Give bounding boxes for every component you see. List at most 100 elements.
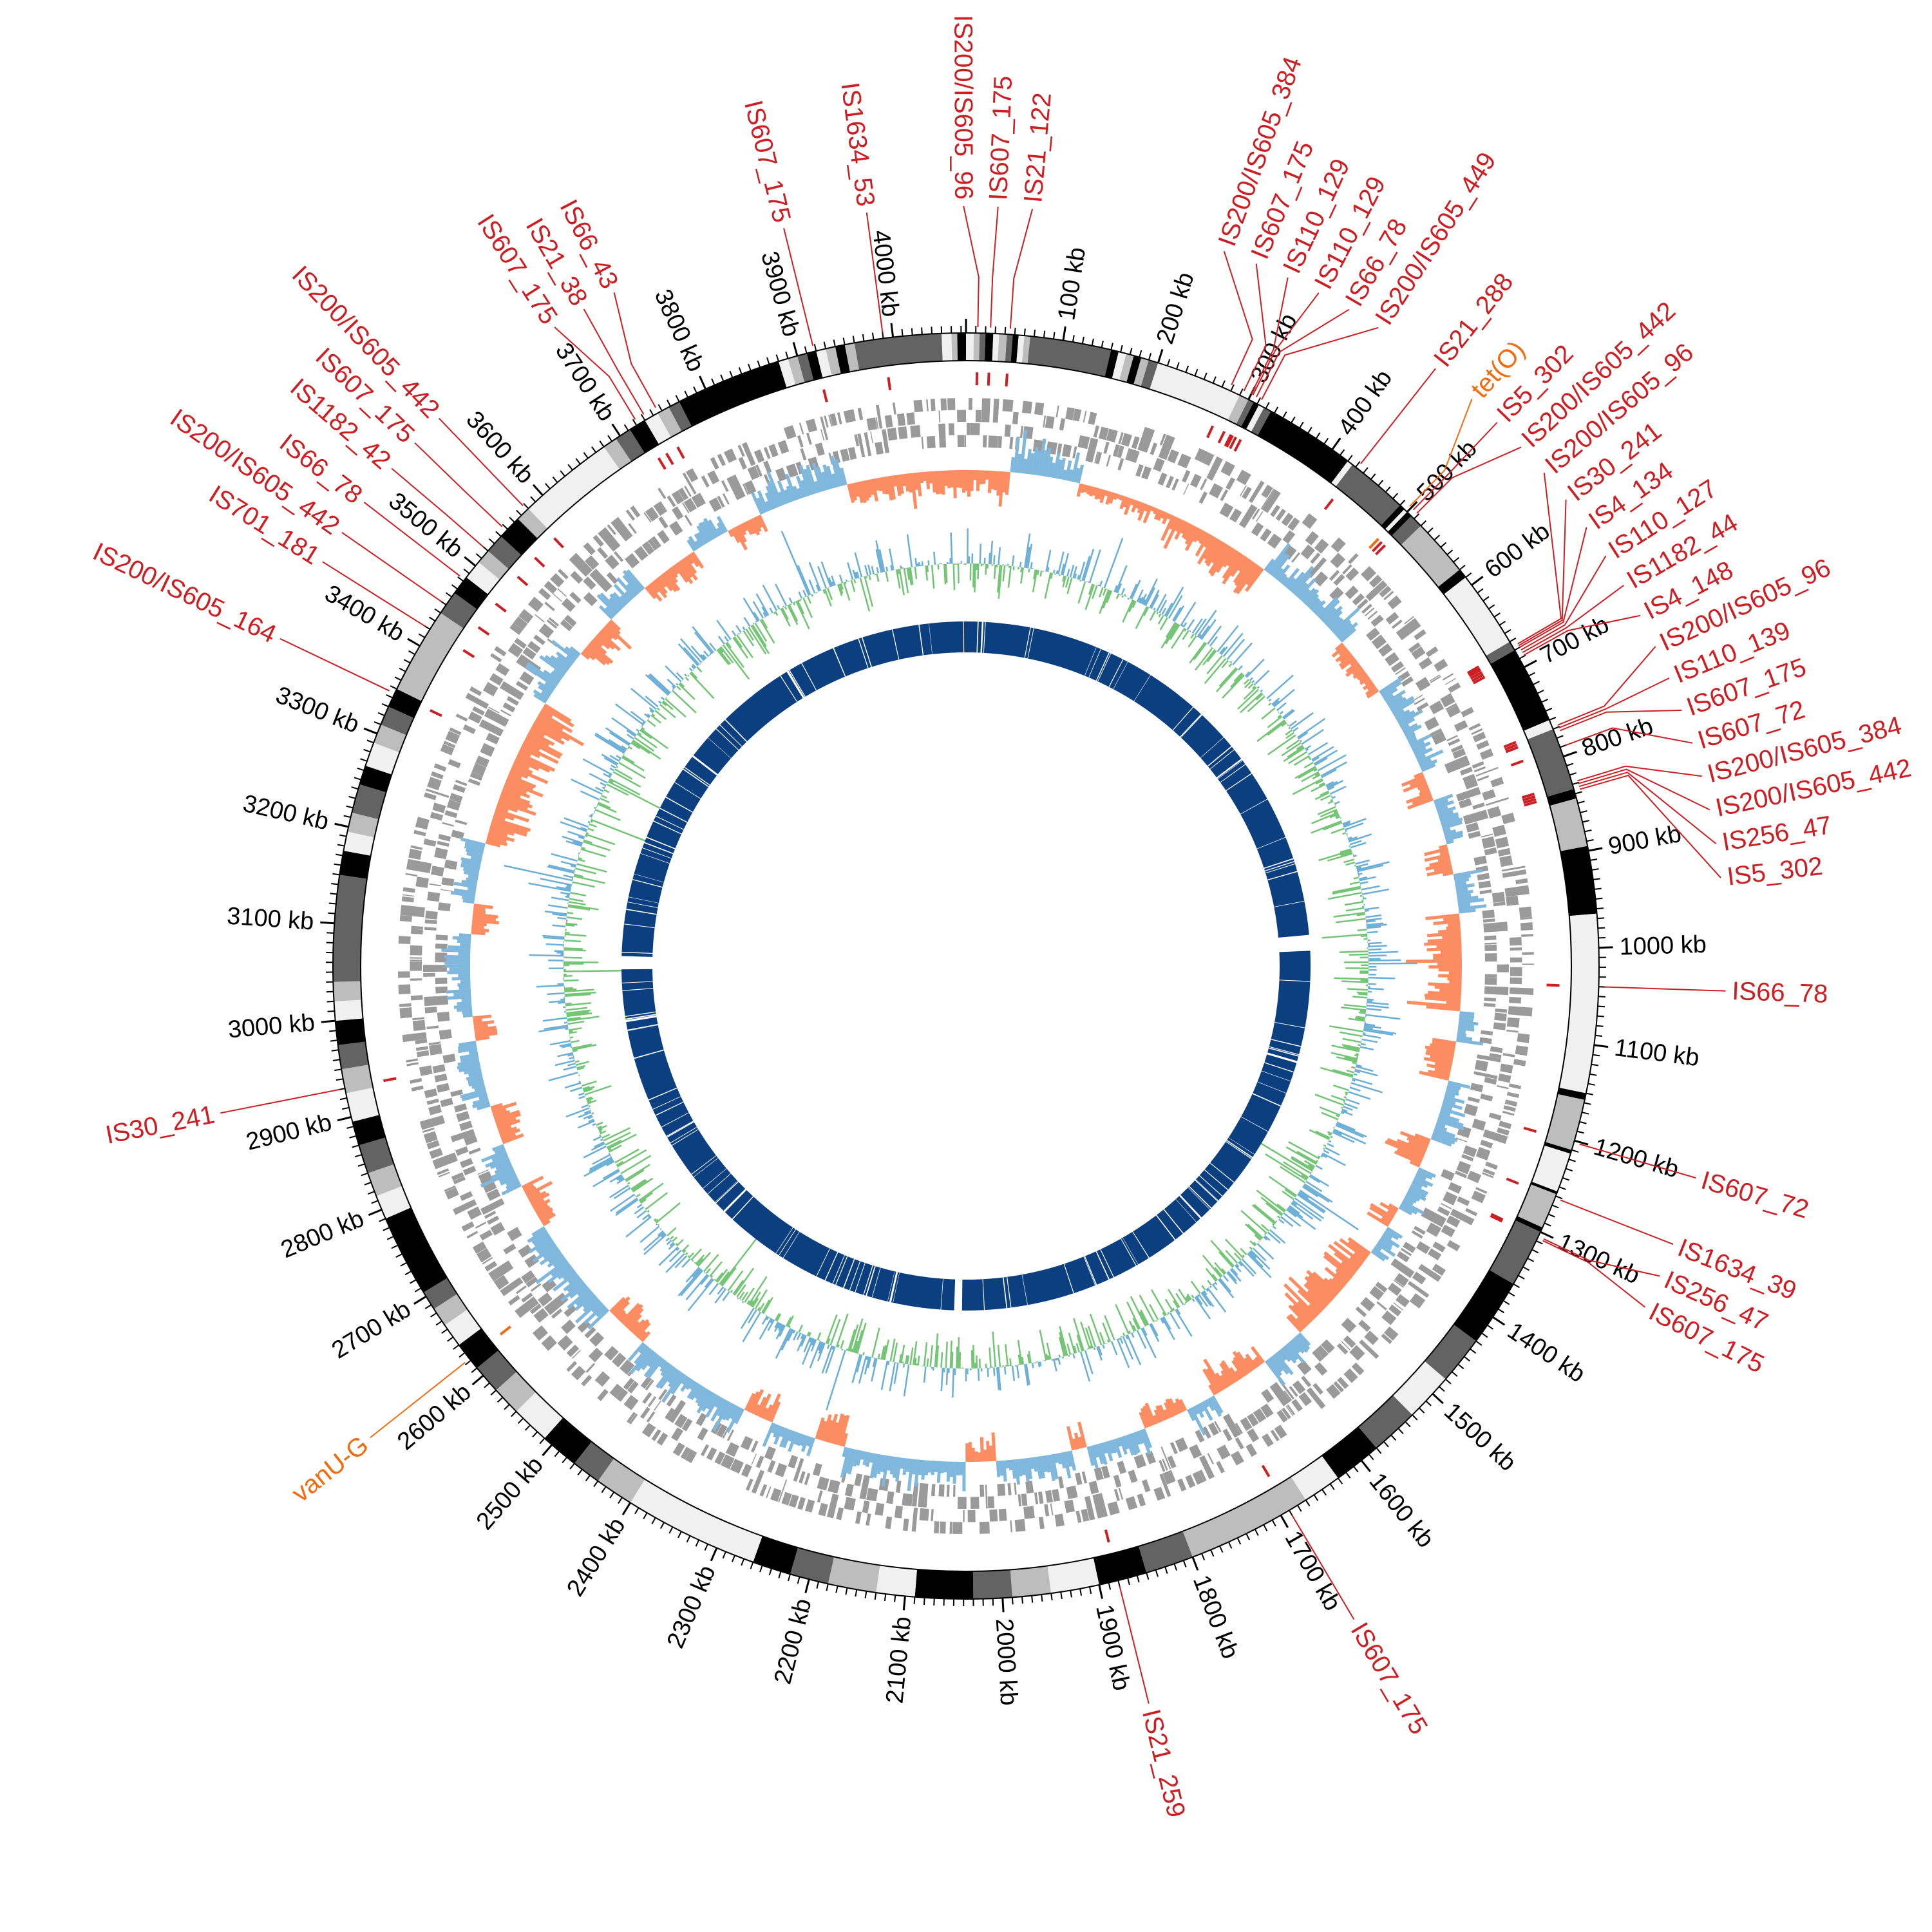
gene-forward <box>1485 797 1509 806</box>
inner-ring-gap <box>1265 863 1296 874</box>
gene-reverse <box>1481 836 1496 849</box>
skew-bar-positive <box>1293 1336 1309 1353</box>
major-tick <box>1574 1139 1589 1146</box>
feature-marker <box>1229 436 1237 450</box>
gene-forward <box>1075 1510 1082 1523</box>
gc-bar-positive <box>872 1358 876 1367</box>
gene-forward <box>513 616 528 630</box>
minor-tick <box>554 1450 560 1457</box>
gene-forward <box>1312 1383 1323 1395</box>
skew-bar-positive <box>1409 734 1432 747</box>
gene-forward <box>641 1423 656 1437</box>
gc-bar-positive <box>864 1356 870 1375</box>
gc-bar-positive <box>677 1269 703 1296</box>
gene-forward <box>419 1115 445 1130</box>
gene-reverse <box>898 426 908 439</box>
gene-forward <box>557 588 567 597</box>
gene-reverse <box>957 1497 967 1510</box>
gc-bar-positive <box>1336 1121 1356 1131</box>
skew-bar-positive <box>907 1459 914 1492</box>
gene-forward <box>399 1007 413 1019</box>
skew-bar-positive <box>1430 1136 1452 1147</box>
gc-bar-negative <box>1098 587 1104 598</box>
inner-ring-gap <box>1226 1141 1252 1159</box>
minor-tick <box>1541 698 1549 703</box>
ideogram-band <box>753 1536 798 1575</box>
skew-bar-negative <box>596 632 615 650</box>
skew-bar-positive <box>1047 1454 1056 1481</box>
gene-reverse <box>484 1211 497 1219</box>
gc-bar-positive <box>878 549 886 573</box>
gc-bar-positive <box>801 1338 814 1365</box>
skew-bar-negative <box>609 619 621 631</box>
skew-bar-negative <box>618 1312 627 1321</box>
minor-tick <box>530 496 536 502</box>
inner-ring-gap <box>724 719 748 743</box>
skew-bar-positive <box>1287 571 1305 591</box>
gc-bar-positive <box>589 773 608 784</box>
gc-bar-negative <box>811 594 814 597</box>
gc-bar-positive <box>932 1367 934 1371</box>
inner-ring-gap <box>624 1015 658 1023</box>
gene-reverse <box>1390 661 1405 673</box>
gene-reverse <box>530 1283 542 1292</box>
feature-connector <box>1542 1240 1646 1308</box>
skew-bar-negative <box>531 724 565 745</box>
is-element-label: IS200/IS605_164 <box>88 537 280 649</box>
skew-bar-negative <box>1215 1372 1227 1390</box>
skew-bar-positive <box>887 1455 893 1471</box>
feature-marker <box>1490 1213 1504 1221</box>
gc-bar-positive <box>559 1043 572 1047</box>
gene-forward <box>938 410 941 422</box>
gc-bar-negative <box>1281 742 1302 757</box>
gene-forward <box>1510 977 1522 985</box>
gc-bar-positive <box>735 625 742 633</box>
tick-label: 3600 kb <box>460 406 539 489</box>
skew-bar-positive <box>1436 805 1448 813</box>
gene-forward <box>405 873 418 877</box>
gc-bar-negative <box>575 1061 590 1066</box>
skew-bar-positive <box>895 1457 902 1482</box>
skew-bar-negative <box>586 644 611 665</box>
gene-forward <box>410 945 422 956</box>
gene-reverse <box>1085 437 1099 463</box>
minor-tick <box>1390 1434 1397 1441</box>
skew-bar-positive <box>1401 724 1410 731</box>
gc-bar-positive <box>1066 569 1070 577</box>
gc-bar-positive <box>1291 712 1314 730</box>
skew-bar-positive <box>721 1402 734 1421</box>
gc-bar-negative <box>614 1148 639 1164</box>
gc-bar-positive <box>625 1216 652 1238</box>
gc-bar-negative <box>1323 822 1343 831</box>
skew-bar-negative <box>652 580 668 599</box>
gc-bar-negative <box>598 802 611 809</box>
gene-forward <box>1506 1017 1520 1028</box>
minor-tick <box>349 1135 357 1139</box>
gc-bar-negative <box>1327 1133 1332 1136</box>
minor-tick <box>560 470 565 477</box>
gc-bar-negative <box>1336 1114 1340 1118</box>
skew-bar-negative <box>537 714 564 732</box>
gene-forward <box>611 516 633 542</box>
gc-bar-positive <box>828 577 833 587</box>
gene-reverse <box>589 569 612 592</box>
gc-bar-negative <box>603 789 610 793</box>
gc-bar-negative <box>1245 1223 1262 1240</box>
minor-tick <box>1453 557 1460 563</box>
gc-bar-negative <box>685 1252 688 1256</box>
gene-forward <box>906 412 915 425</box>
gene-reverse <box>641 541 655 555</box>
skew-bar-negative <box>1428 982 1462 987</box>
gc-bar-positive <box>564 1082 582 1089</box>
gene-forward <box>1045 415 1055 429</box>
gc-bar-negative <box>1243 687 1257 700</box>
gc-bar-negative <box>1313 768 1318 772</box>
skew-bar-negative <box>512 762 533 775</box>
gc-bar-negative <box>905 1355 908 1365</box>
inner-ring-gap <box>1215 757 1244 779</box>
skew-bar-negative <box>1429 1043 1455 1051</box>
gene-forward <box>1499 855 1513 867</box>
gene-forward <box>1448 682 1461 693</box>
gene-reverse <box>522 647 536 660</box>
gene-reverse <box>1446 735 1458 742</box>
